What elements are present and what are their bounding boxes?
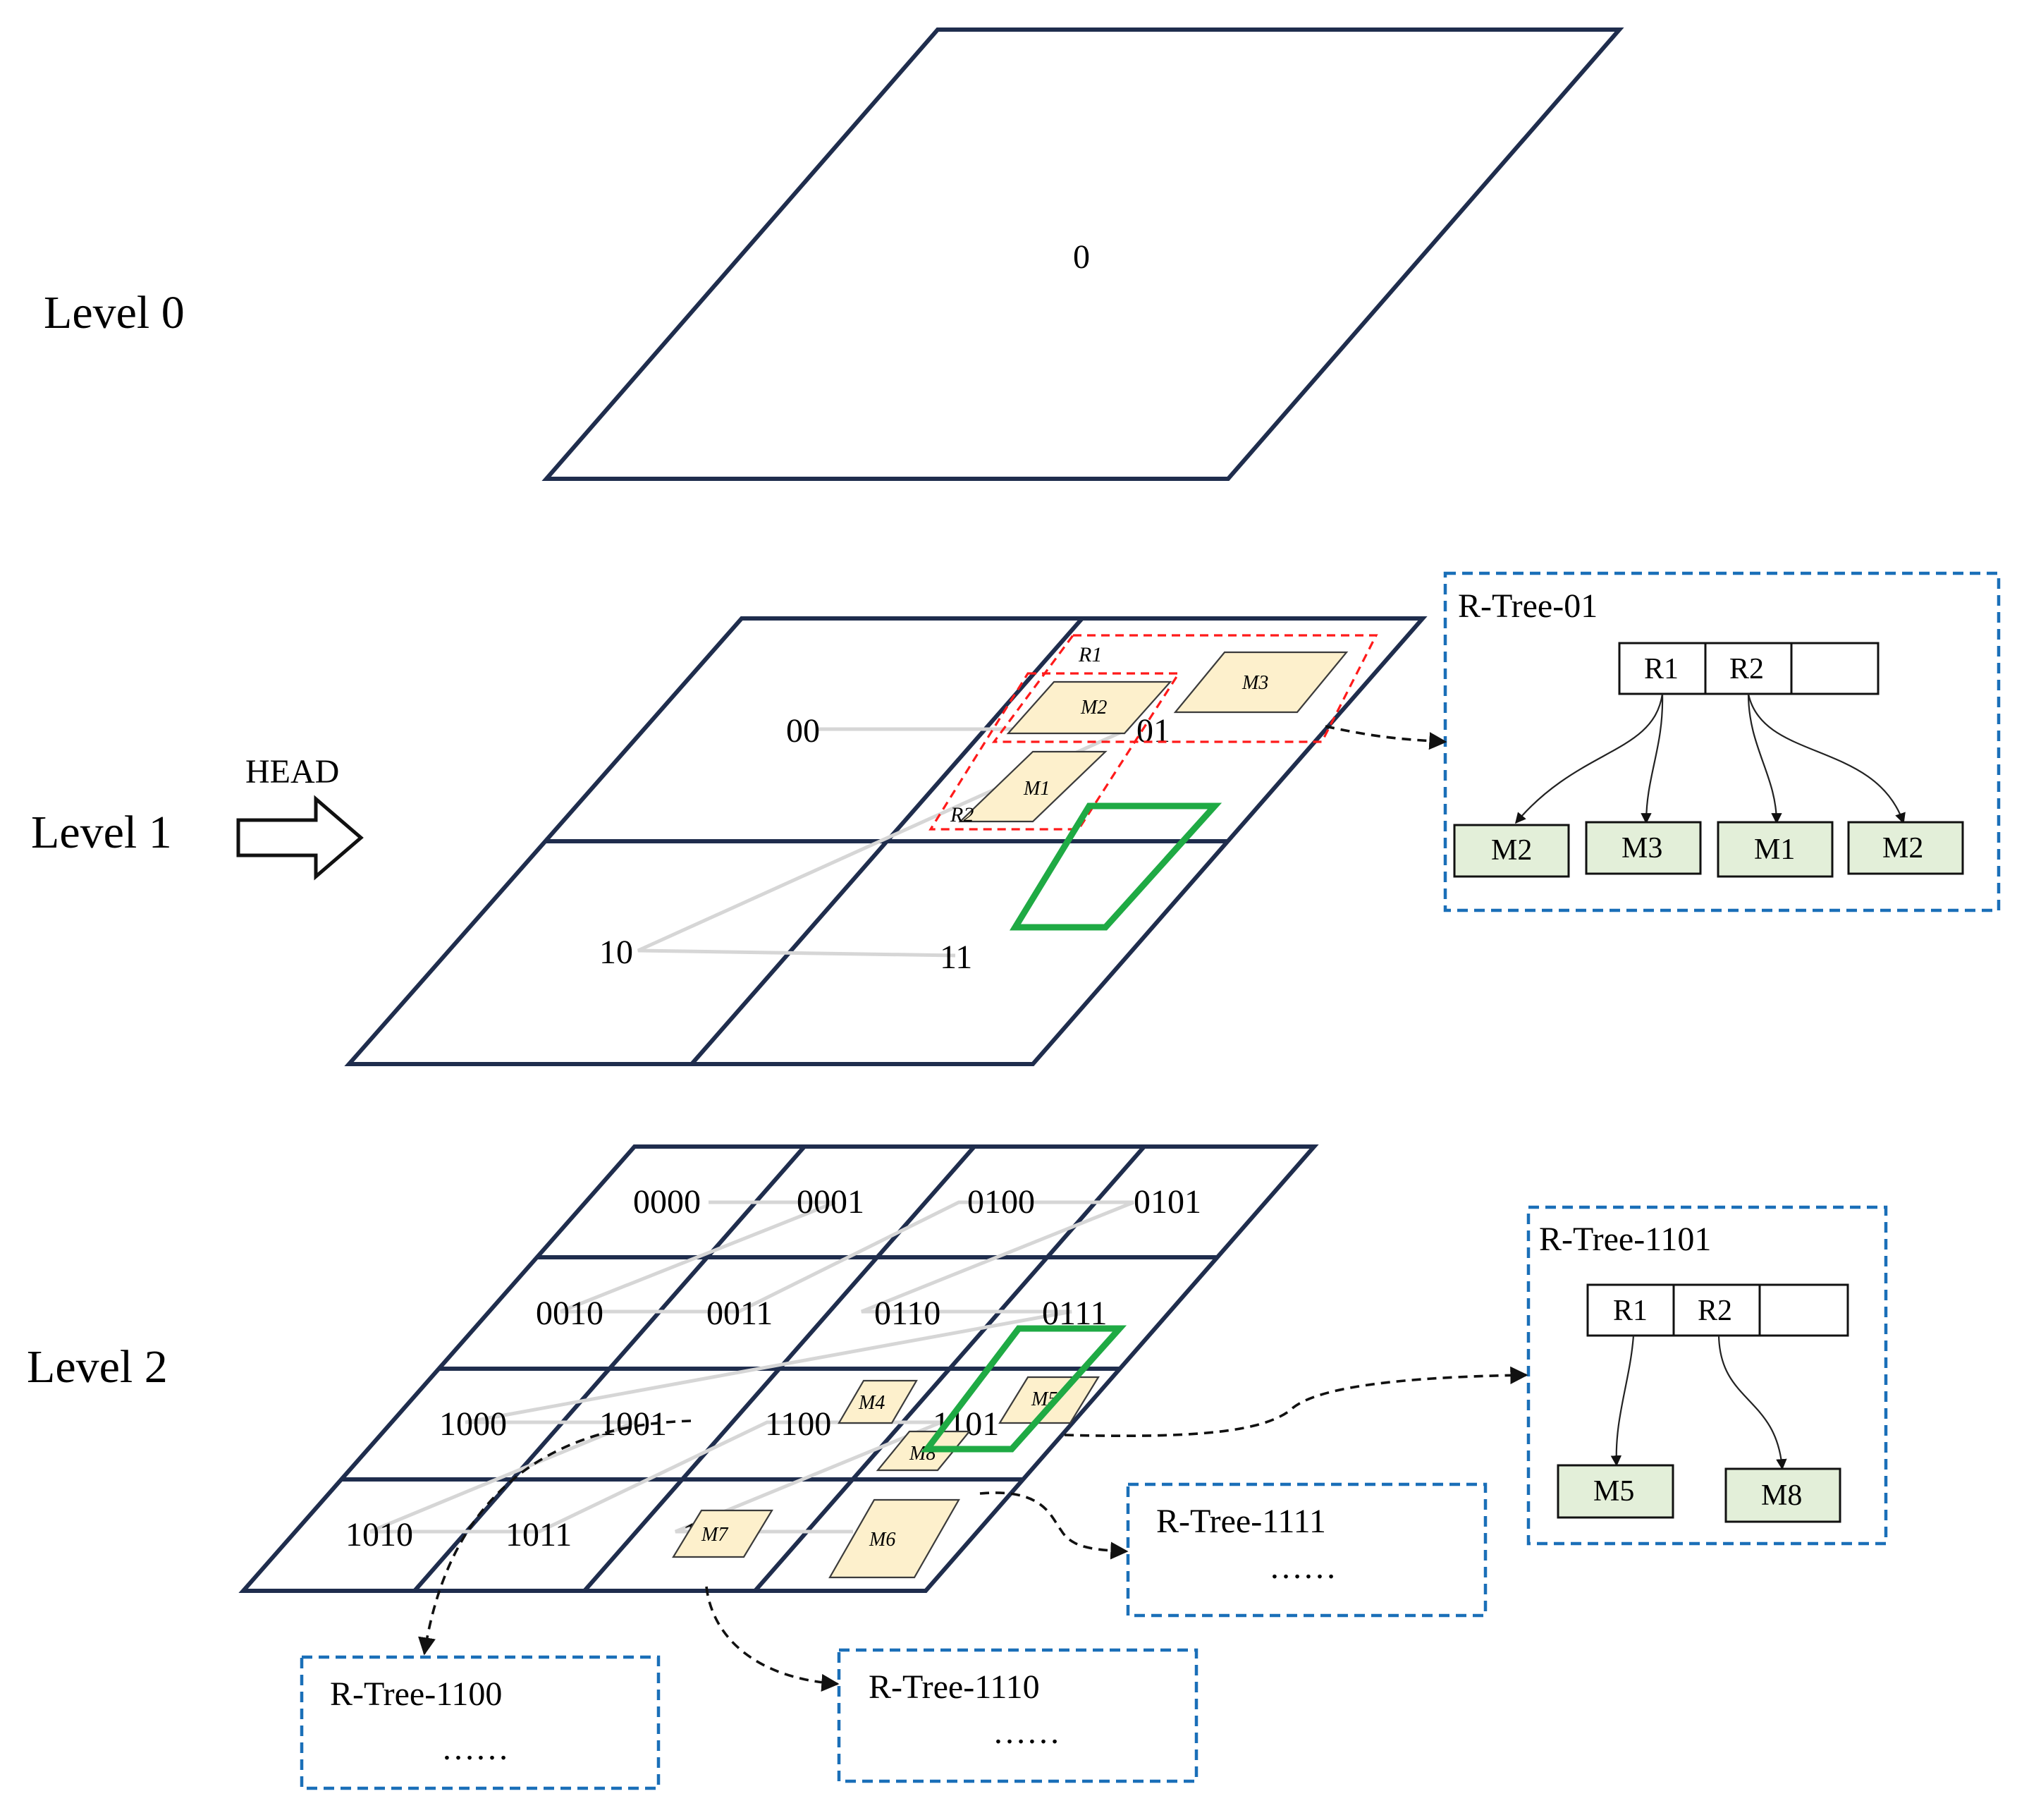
rtree-01-leaf-m1 [1717,821,1834,878]
level-1-query-window [1009,802,1222,931]
rtree-1101-node-r2-label: R2 [1698,1295,1732,1327]
rtree-1101-node-empty [1758,1283,1849,1337]
rtree-1101-edge-r2-m8 [1717,1335,1787,1470]
rtree-1101-leaf-m8 [1724,1467,1841,1523]
level-1-z-curve [637,727,1129,958]
level-0-layer: Level 0 0 [44,28,1624,481]
object-m4 [838,1379,918,1424]
level-1-cell-11: 11 [940,939,972,976]
rtree-1110-box [837,1648,1198,1783]
level-2-plane [238,1144,1319,1593]
level-2-cell-0000: 0000 [633,1183,701,1221]
level-2-cell-1100: 1100 [765,1405,831,1443]
rtree-1101-node-r2 [1672,1283,1761,1337]
region-r1-label: R1 [1078,643,1102,666]
rtree-01-leaf-m3 [1585,821,1702,875]
arrow-1111-to-rtree-1111 [979,1491,1129,1560]
object-m4-label: M4 [858,1392,885,1414]
level-1-cell-10: 10 [599,934,633,971]
rtree-1111-title: R-Tree-1111 [1156,1503,1326,1540]
arrow-level1-to-rtree-01 [1325,725,1447,750]
rtree-01-edge-r1-m2 [1515,693,1664,824]
level-2-query-window [920,1325,1127,1453]
level-2-layer: Level 2 0000 0001 0100 0101 0010 0011 01… [27,1144,1319,1593]
level-2-cell-1010: 1010 [345,1516,413,1553]
head-label: HEAD [245,753,339,790]
rtree-1101-node-r1 [1586,1283,1675,1337]
level-2-cell-1000: 1000 [439,1405,507,1443]
object-m3-label: M3 [1242,672,1268,694]
region-r2-label: R2 [950,803,974,826]
level-2-cell-0001: 0001 [797,1183,864,1221]
rtree-1101-edge-r1-m5 [1610,1335,1635,1467]
object-m3 [1173,651,1349,714]
level-2-cell-1011: 1011 [505,1516,572,1553]
rtree-1101-panel: R-Tree-1101 R1 R2 M5 M8 [1526,1205,1888,1546]
rtree-01-node-empty [1790,642,1880,695]
object-m1 [958,750,1108,823]
level-1-cell-00: 00 [786,712,820,750]
rtree-1100-panel: R-Tree-1100 …… [300,1655,661,1790]
object-m2 [1006,680,1172,735]
level-2-cell-0010: 0010 [536,1295,603,1332]
level-1-label: Level 1 [31,807,172,858]
object-m6-label: M6 [869,1529,895,1551]
level-0-cell-label: 0 [1073,238,1090,276]
rtree-01-node-r2-label: R2 [1729,653,1764,685]
rtree-01-edge-r1-m3 [1641,693,1664,824]
rtree-1111-ellipsis: …… [1269,1549,1337,1586]
level-1-layer: Level 1 HEAD 00 01 10 11 M2 M3 M1 R1 R2 [31,616,1428,1066]
rtree-01-leaf-m2b [1847,821,1964,875]
rtree-1100-box [300,1655,661,1790]
rtree-01-leaf-m2 [1453,824,1570,878]
rtree-01-leaf-m2b-label: M2 [1882,832,1923,865]
head-arrow-icon [236,795,364,881]
rtree-1101-leaf-m8-label: M8 [1761,1479,1802,1512]
rtree-1110-ellipsis: …… [993,1714,1060,1751]
arrow-1100-to-rtree-1100 [418,1419,692,1656]
region-r2 [928,672,1181,831]
level-2-cell-0110: 0110 [874,1295,940,1332]
object-m2-label: M2 [1080,697,1107,719]
rtree-1101-leaf-m5-label: M5 [1593,1475,1634,1508]
rtree-01-node-r2 [1704,642,1793,695]
rtree-01-title: R-Tree-01 [1458,587,1598,625]
rtree-1111-panel: R-Tree-1111 …… [1126,1482,1488,1618]
rtree-1100-ellipsis: …… [441,1730,509,1767]
rtree-1100-title: R-Tree-1100 [330,1675,502,1713]
object-m7 [672,1509,773,1558]
rtree-1101-title: R-Tree-1101 [1539,1221,1711,1258]
level-0-label: Level 0 [44,287,185,338]
level-1-plane [344,616,1428,1066]
level-2-cell-0101: 0101 [1134,1183,1201,1221]
arrow-1101-to-rtree-1101 [1064,1366,1528,1438]
rtree-01-panel: R-Tree-01 R1 R2 M2 M3 M1 M2 [1443,571,2001,912]
rtree-01-leaf-m2-label: M2 [1491,834,1532,867]
object-m7-label: M7 [701,1524,728,1546]
region-r1 [991,634,1378,743]
arrow-1110-to-rtree-1110 [705,1586,840,1692]
rtree-01-leaf-m3-label: M3 [1621,832,1662,865]
rtree-01-edge-r2-m2 [1747,693,1906,824]
level-2-label: Level 2 [27,1341,168,1393]
level-2-cell-0100: 0100 [967,1183,1035,1221]
rtree-1111-box [1126,1482,1488,1618]
rtree-1110-title: R-Tree-1110 [869,1668,1040,1706]
rtree-1110-panel: R-Tree-1110 …… [837,1648,1198,1783]
rtree-1101-node-r1-label: R1 [1613,1295,1648,1327]
rtree-01-node-r1-label: R1 [1644,653,1679,685]
object-m1-label: M1 [1023,778,1050,800]
rtree-1101-leaf-m5 [1557,1464,1674,1519]
rtree-01-leaf-m1-label: M1 [1754,833,1795,866]
rtree-01-edge-r2-m1 [1747,693,1782,824]
level-0-plane [541,28,1624,481]
object-m6 [828,1498,960,1579]
level-2-cell-0011: 0011 [706,1295,773,1332]
